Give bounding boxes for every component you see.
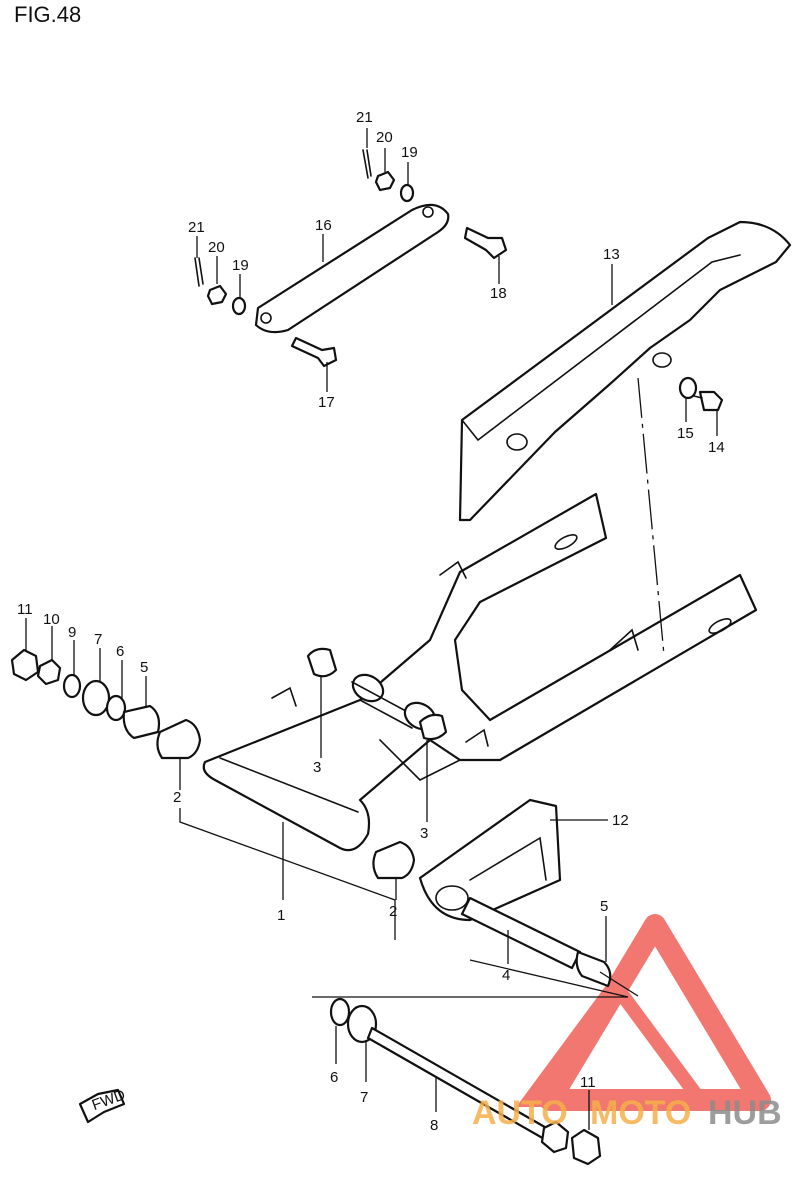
part-10-nut-left bbox=[36, 658, 62, 686]
part-9-washer-left bbox=[62, 673, 82, 699]
callout-17: 17 bbox=[318, 394, 335, 411]
callout-7-right: 7 bbox=[360, 1089, 368, 1106]
part-8-pivot-shaft bbox=[366, 1026, 570, 1154]
callout-2-a: 2 bbox=[173, 789, 181, 806]
part-5-collar-left bbox=[122, 704, 161, 740]
callout-5-left: 5 bbox=[140, 659, 148, 676]
part-19-washer-lower bbox=[231, 296, 247, 316]
callout-labels: 21 20 19 21 20 19 16 18 17 13 15 14 11 1… bbox=[17, 109, 725, 1134]
callout-16: 16 bbox=[315, 217, 332, 234]
callout-11-right: 11 bbox=[580, 1074, 596, 1091]
forward-arrow-icon: FWD bbox=[78, 1086, 128, 1124]
callout-12: 12 bbox=[612, 812, 629, 829]
watermark-logo bbox=[516, 914, 771, 1111]
part-18-bolt bbox=[463, 226, 508, 260]
callout-3-a: 3 bbox=[313, 759, 321, 776]
part-11-nut-right bbox=[570, 1128, 602, 1166]
part-2-spacer-b bbox=[372, 840, 416, 880]
part-7-washer-left bbox=[81, 679, 111, 717]
callout-11-left: 11 bbox=[17, 601, 33, 618]
part-12-chain-buffer bbox=[418, 798, 562, 922]
part-14-bolt bbox=[689, 390, 724, 412]
part-15-washer bbox=[678, 376, 698, 400]
part-13-chain-case bbox=[458, 220, 792, 522]
watermark-word-moto: MOTO bbox=[590, 1094, 691, 1132]
part-6-washer-right bbox=[329, 997, 351, 1027]
callout-19-upper: 19 bbox=[401, 144, 418, 161]
callout-8: 8 bbox=[430, 1117, 438, 1134]
callout-19-lower: 19 bbox=[232, 257, 249, 274]
part-1-swing-arm bbox=[202, 492, 758, 852]
callout-2-b: 2 bbox=[389, 903, 397, 920]
watermark-text: AUTO MOTO HUB bbox=[472, 1094, 782, 1132]
callout-6-left: 6 bbox=[116, 643, 124, 660]
leader-lines bbox=[25, 128, 718, 1130]
part-3-bushing-a bbox=[306, 647, 338, 678]
callout-7-left: 7 bbox=[94, 631, 102, 648]
callout-6-right: 6 bbox=[330, 1069, 338, 1086]
part-4-pivot-sleeve bbox=[460, 896, 582, 970]
callout-20-lower: 20 bbox=[208, 239, 225, 256]
part-16-torque-link bbox=[254, 203, 450, 334]
part-21-cotter-pin-lower bbox=[194, 257, 204, 287]
callout-18: 18 bbox=[490, 285, 507, 302]
part-5-collar-right bbox=[575, 950, 612, 988]
part-17-bolt bbox=[290, 336, 338, 368]
callout-20-upper: 20 bbox=[376, 129, 393, 146]
callout-4: 4 bbox=[502, 967, 510, 984]
callout-1: 1 bbox=[277, 907, 285, 924]
callout-3-b: 3 bbox=[420, 825, 428, 842]
callout-9: 9 bbox=[68, 624, 76, 641]
callout-5-right: 5 bbox=[600, 898, 608, 915]
watermark-word-auto: AUTO bbox=[472, 1094, 568, 1132]
part-2-spacer-a bbox=[156, 718, 202, 760]
callout-10: 10 bbox=[43, 611, 60, 628]
callout-21-lower: 21 bbox=[188, 219, 205, 236]
callout-14: 14 bbox=[708, 439, 725, 456]
part-19-washer-upper bbox=[399, 183, 415, 203]
part-21-cotter-pin-upper bbox=[362, 149, 372, 179]
part-11-nut-left bbox=[10, 648, 40, 682]
callout-21-upper: 21 bbox=[356, 109, 373, 126]
callout-13: 13 bbox=[603, 246, 620, 263]
callout-15: 15 bbox=[677, 425, 694, 442]
part-3-bushing-b bbox=[418, 713, 448, 741]
part-6-washer-left bbox=[105, 694, 127, 722]
part-20-nut-upper bbox=[374, 170, 396, 192]
figure-title: FIG.48 bbox=[14, 2, 82, 27]
part-20-nut-lower bbox=[206, 284, 228, 306]
watermark-word-hub: HUB bbox=[708, 1094, 782, 1132]
